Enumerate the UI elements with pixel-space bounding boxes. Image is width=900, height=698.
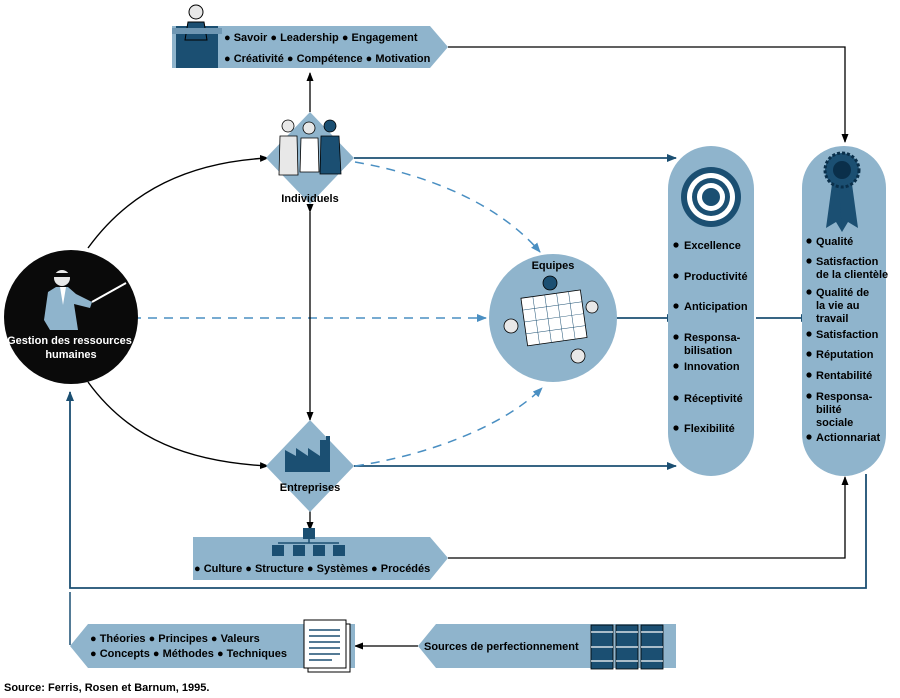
performance-label: Responsa-bilisation [684, 332, 741, 357]
performance-item: Flexibilité [673, 423, 735, 435]
teams-label: Equipes [532, 260, 575, 272]
presenter-icon [172, 4, 222, 68]
outcome-item: Qualité [806, 236, 853, 248]
outcome-label: Satisfaction [816, 329, 879, 341]
performance-column: ExcellenceProductivitéAnticipationRespon… [668, 146, 754, 476]
knowledge-row2: ● Concepts ● Méthodes ● Techniques [90, 648, 287, 660]
org-chart-icon [272, 528, 345, 556]
performance-item: Excellence [673, 240, 741, 252]
sources-banner: Sources de perfectionnement [418, 624, 676, 670]
outcome-item: Actionnariat [806, 432, 881, 444]
bullet-icon [673, 303, 679, 309]
document-icon [303, 619, 351, 673]
source-caption: Source: Ferris, Rosen et Barnum, 1995. [4, 682, 209, 694]
outcome-label: Réputation [816, 349, 874, 361]
performance-label: Flexibilité [684, 423, 735, 435]
bullet-icon [806, 434, 812, 440]
performance-item: Anticipation [673, 301, 748, 313]
manager-pointing-icon [44, 270, 127, 330]
bullet-icon [806, 289, 812, 295]
companies-label: Entreprises [280, 482, 341, 494]
outcome-label: Rentabilité [816, 370, 872, 382]
companies-node: Entreprises [266, 420, 354, 512]
top-banner-row1: ● Savoir ● Leadership ● Engagement [224, 32, 418, 44]
knowledge-row1: ● Théories ● Principes ● Valeurs [90, 633, 260, 645]
top-banner: ● Savoir ● Leadership ● Engagement ● Cré… [172, 4, 448, 68]
sources-label: Sources de perfectionnement [424, 641, 579, 653]
performance-label: Productivité [684, 271, 748, 283]
outcome-item: Rentabilité [806, 370, 872, 382]
bullet-icon [806, 238, 812, 244]
bullet-icon [806, 258, 812, 264]
outcome-item: Réputation [806, 349, 874, 361]
bullet-icon [673, 395, 679, 401]
performance-label: Innovation [684, 361, 740, 373]
knowledge-banner: ● Théories ● Principes ● Valeurs ● Conce… [70, 619, 355, 673]
bullet-icon [673, 242, 679, 248]
culture-banner: ● Culture ● Structure ● Systèmes ● Procé… [193, 528, 448, 580]
performance-label: Réceptivité [684, 393, 743, 405]
target-icon [681, 167, 741, 227]
bullet-icon [806, 331, 812, 337]
performance-item: Productivité [673, 271, 748, 283]
bullet-icon [673, 334, 679, 340]
outcome-item: Satisfaction [806, 329, 879, 341]
bullet-icon [806, 351, 812, 357]
performance-label: Anticipation [684, 301, 748, 313]
culture-banner-items: ● Culture ● Structure ● Systèmes ● Procé… [194, 563, 430, 575]
teams-node: Equipes [489, 254, 617, 382]
outcome-label: Actionnariat [816, 432, 881, 444]
book-shelf-icon [590, 624, 664, 670]
performance-label: Excellence [684, 240, 741, 252]
individuals-label: Individuels [281, 193, 338, 205]
hr-management-node: Gestion des ressources humaines [4, 250, 138, 384]
factory-icon [285, 436, 330, 472]
bullet-icon [673, 273, 679, 279]
performance-item: Réceptivité [673, 393, 743, 405]
top-banner-row2: ● Créativité ● Compétence ● Motivation [224, 53, 431, 65]
individuals-node: Individuels [266, 112, 354, 205]
people-group-icon [278, 119, 342, 176]
bullet-icon [673, 363, 679, 369]
bullet-icon [673, 425, 679, 431]
performance-item: Innovation [673, 361, 740, 373]
bullet-icon [806, 393, 812, 399]
outcome-label: Qualité [816, 236, 853, 248]
performance-item: Responsa-bilisation [673, 332, 741, 357]
ribbon-medal-icon [823, 151, 861, 232]
hr-management-label: Gestion des ressources humaines [7, 335, 135, 361]
team-table-icon [503, 275, 599, 364]
connectors [66, 46, 867, 650]
performance-list: ExcellenceProductivitéAnticipationRespon… [673, 240, 748, 435]
bullet-icon [806, 372, 812, 378]
